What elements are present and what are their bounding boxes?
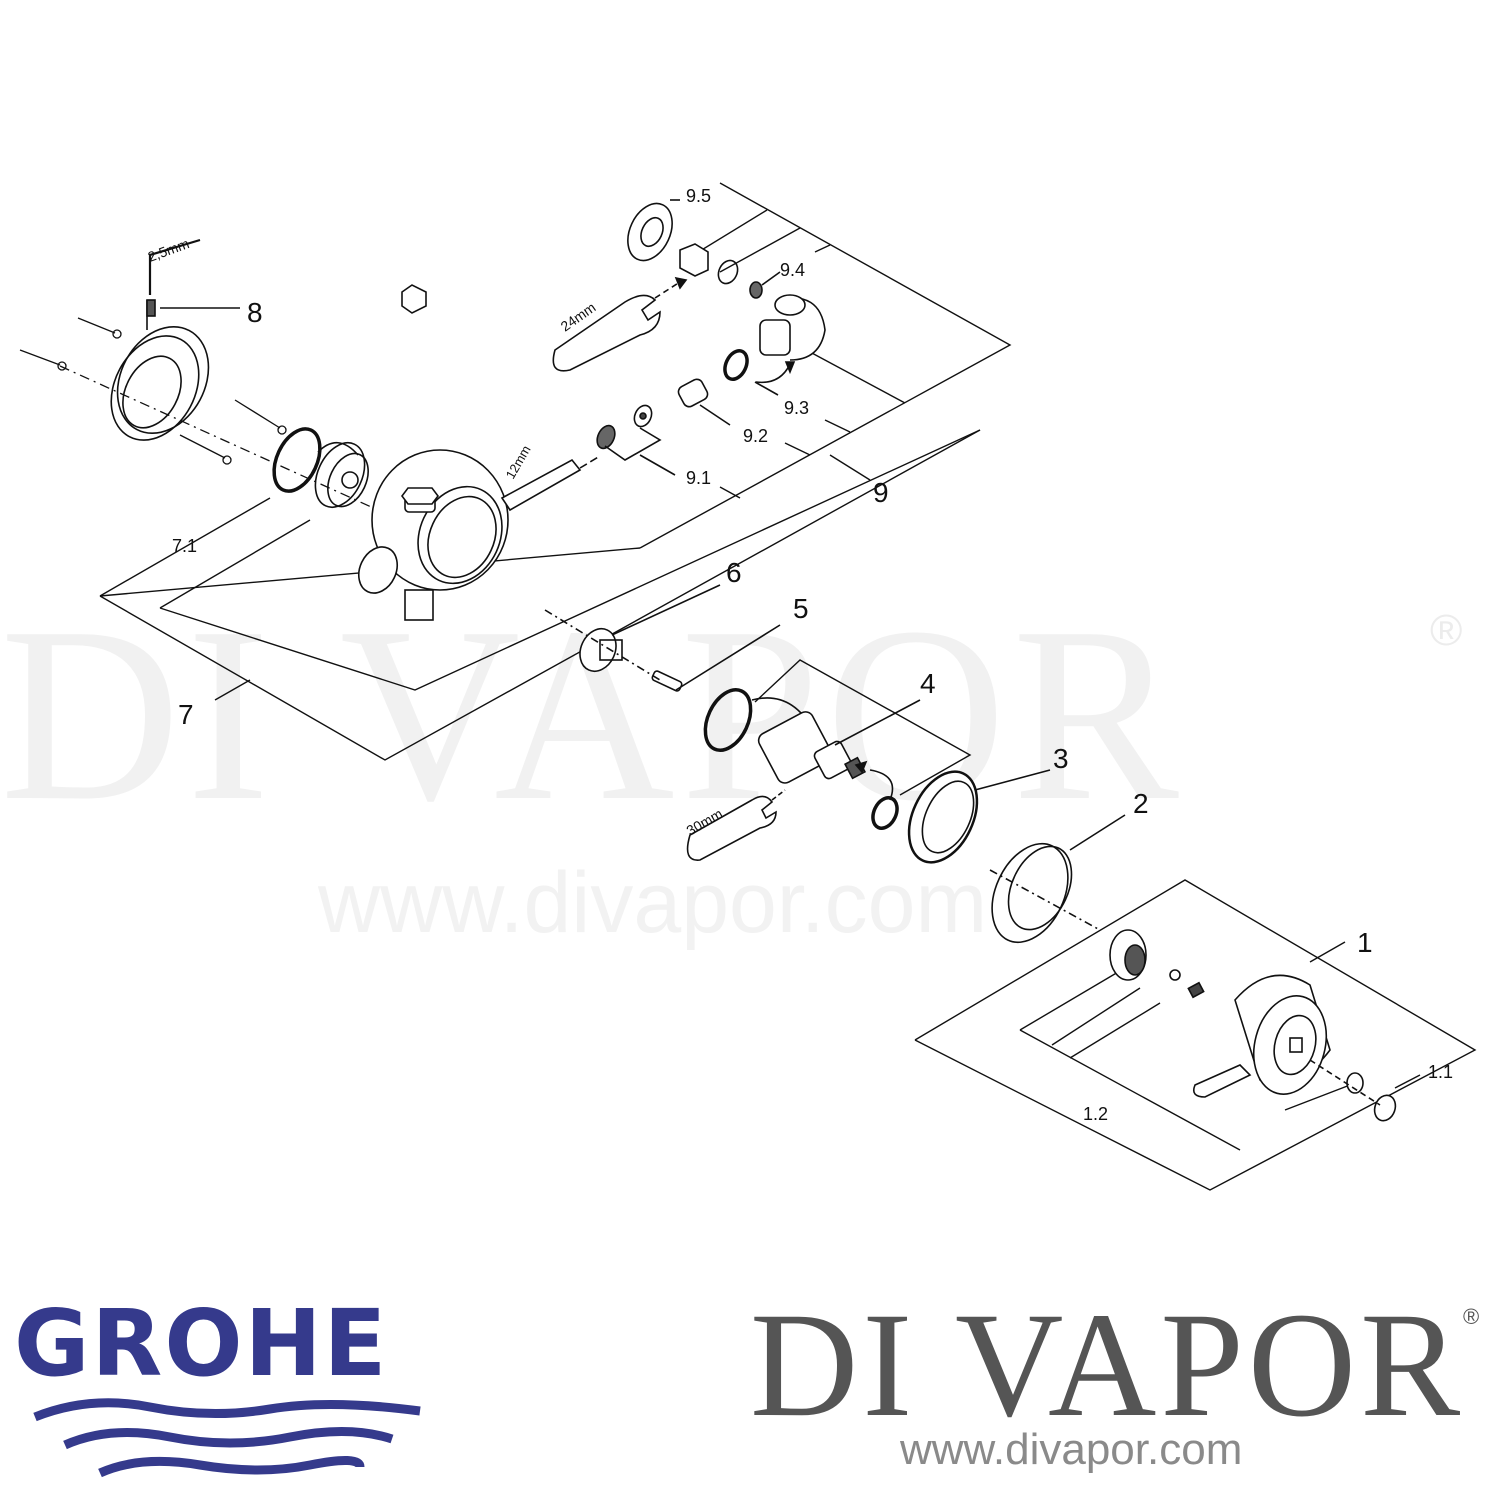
watermark-registered-mark: ®: [1430, 606, 1463, 655]
label-2: 2: [1133, 788, 1149, 819]
label-8: 8: [247, 297, 263, 328]
part-8-wall-flange: [110, 238, 240, 441]
wall-screws: [19, 317, 401, 521]
spanner-24mm: [552, 276, 688, 372]
label-9-5: 9.5: [686, 186, 711, 206]
label-5: 5: [793, 593, 809, 624]
label-9-3: 9.3: [784, 398, 809, 418]
part-7-1-connector: [272, 427, 369, 508]
grohe-logo-text: GROHE: [14, 1290, 389, 1397]
divapor-logo-text: DI VAPOR: [750, 1282, 1465, 1448]
part-5-spindle: [544, 609, 781, 692]
label-7-1: 7.1: [172, 536, 197, 556]
label-9-1: 9.1: [686, 468, 711, 488]
part-1-handle: [1109, 929, 1397, 1122]
part-2-sleeve: [989, 814, 1126, 944]
part-6-thermo-element: [579, 584, 721, 672]
bracket-group-7: [99, 429, 981, 701]
part-9-elbow: [759, 294, 826, 361]
label-9: 9: [873, 477, 889, 508]
tool-label-hex-key: 2,5mm: [146, 235, 192, 265]
valve-body: [357, 284, 509, 621]
bracket-group-1: [914, 879, 1477, 1191]
divapor-url: www.divapor.com: [900, 1425, 1243, 1474]
group-4-bracket: [754, 659, 972, 796]
label-9-2: 9.2: [743, 426, 768, 446]
tool-label-hex-bar-12mm: 12mm: [503, 443, 534, 482]
label-9-4: 9.4: [780, 260, 805, 280]
part-9-3-oring: [723, 349, 796, 396]
label-7: 7: [178, 699, 194, 730]
part-4-cartridge: [703, 688, 921, 830]
part-9-4-valve-insert: [717, 259, 781, 299]
label-6: 6: [726, 557, 742, 588]
label-1-2: 1.2: [1083, 1104, 1108, 1124]
part-3-adjusting-ring: [907, 769, 1051, 864]
hex-bar-12mm: [500, 455, 601, 512]
part-9-1-seals: [596, 404, 676, 476]
part-9-5-rosette-and-nut: [627, 199, 709, 277]
label-1-1: 1.1: [1428, 1062, 1453, 1082]
label-3: 3: [1053, 743, 1069, 774]
spanner-30mm: [686, 789, 786, 861]
grohe-waves-icon: [33, 1398, 421, 1478]
label-1: 1: [1357, 927, 1373, 958]
watermark-brand: DI VAPOR: [0, 576, 1185, 853]
watermark-url: www.divapor.com: [318, 855, 988, 951]
part-9-2-nipple: [677, 378, 731, 426]
label-4: 4: [920, 668, 936, 699]
divapor-registered-mark: ®: [1463, 1304, 1480, 1329]
